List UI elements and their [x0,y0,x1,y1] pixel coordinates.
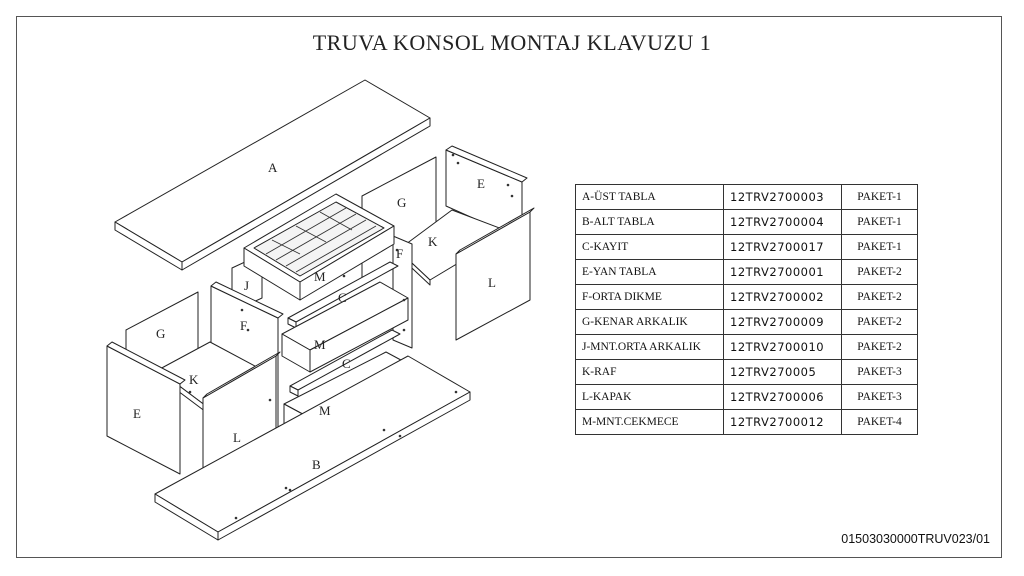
part-package-cell: PAKET-1 [841,184,918,210]
part-code-cell: 12TRV2700003 [723,184,842,210]
label-f-1: F [396,246,403,261]
part-name-cell: L-KAPAK [575,384,724,410]
label-a: A [268,160,278,175]
part-package-cell: PAKET-2 [841,259,918,285]
label-m-1: M [314,269,326,284]
part-name-cell: B-ALT TABLA [575,209,724,235]
part-package-cell: PAKET-3 [841,359,918,385]
part-code-cell: 12TRV2700017 [723,234,842,260]
part-package-cell: PAKET-4 [841,409,918,435]
label-j: J [244,278,249,293]
hardware-holes [188,153,514,520]
label-e-2: E [133,406,141,421]
part-c-rail-2 [289,329,401,397]
label-k-1: K [428,234,438,249]
part-name-cell: C-KAYIT [575,234,724,260]
part-e-side-right [445,145,528,241]
label-k-2: K [189,372,199,387]
part-a-top-panel [114,79,431,271]
page-border [16,16,1002,558]
part-name-cell: J-MNT.ORTA ARKALIK [575,334,724,360]
part-package-cell: PAKET-2 [841,309,918,335]
label-f-2: F [240,318,247,333]
label-g-1: G [397,195,406,210]
part-code-cell: 12TRV2700001 [723,259,842,285]
label-m-2: M [314,337,326,352]
part-name-cell: F-ORTA DIKME [575,284,724,310]
part-package-cell: PAKET-2 [841,334,918,360]
label-e-1: E [477,176,485,191]
document-code: 01503030000TRUV023/01 [841,532,990,546]
part-l-door-right [455,207,535,341]
part-package-cell: PAKET-2 [841,284,918,310]
label-c-1: C [338,290,347,305]
part-m-drawer-2 [281,281,409,373]
part-code-cell: 12TRV2700006 [723,384,842,410]
part-code-cell: 12TRV2700002 [723,284,842,310]
part-package-cell: PAKET-1 [841,234,918,260]
part-code-cell: 12TRV2700009 [723,309,842,335]
part-package-cell: PAKET-1 [841,209,918,235]
label-c-2: C [342,356,351,371]
part-package-cell: PAKET-3 [841,384,918,410]
part-name-cell: M-MNT.CEKMECE [575,409,724,435]
part-name-cell: A-ÜST TABLA [575,184,724,210]
part-name-cell: E-YAN TABLA [575,259,724,285]
part-name-cell: K-RAF [575,359,724,385]
page-title: TRUVA KONSOL MONTAJ KLAVUZU 1 [312,30,712,55]
part-e-side-left [106,341,186,475]
part-name-cell: G-KENAR ARKALIK [575,309,724,335]
label-l-2: L [233,430,241,445]
part-code-cell: 12TRV2700012 [723,409,842,435]
part-b-bottom-panel [154,355,471,541]
label-g-2: G [156,326,165,341]
part-code-cell: 12TRV2700004 [723,209,842,235]
part-code-cell: 12TRV270005 [723,359,842,385]
part-code-cell: 12TRV2700010 [723,334,842,360]
label-l-1: L [488,275,496,290]
label-b: B [312,457,321,472]
label-m-3: M [319,403,331,418]
